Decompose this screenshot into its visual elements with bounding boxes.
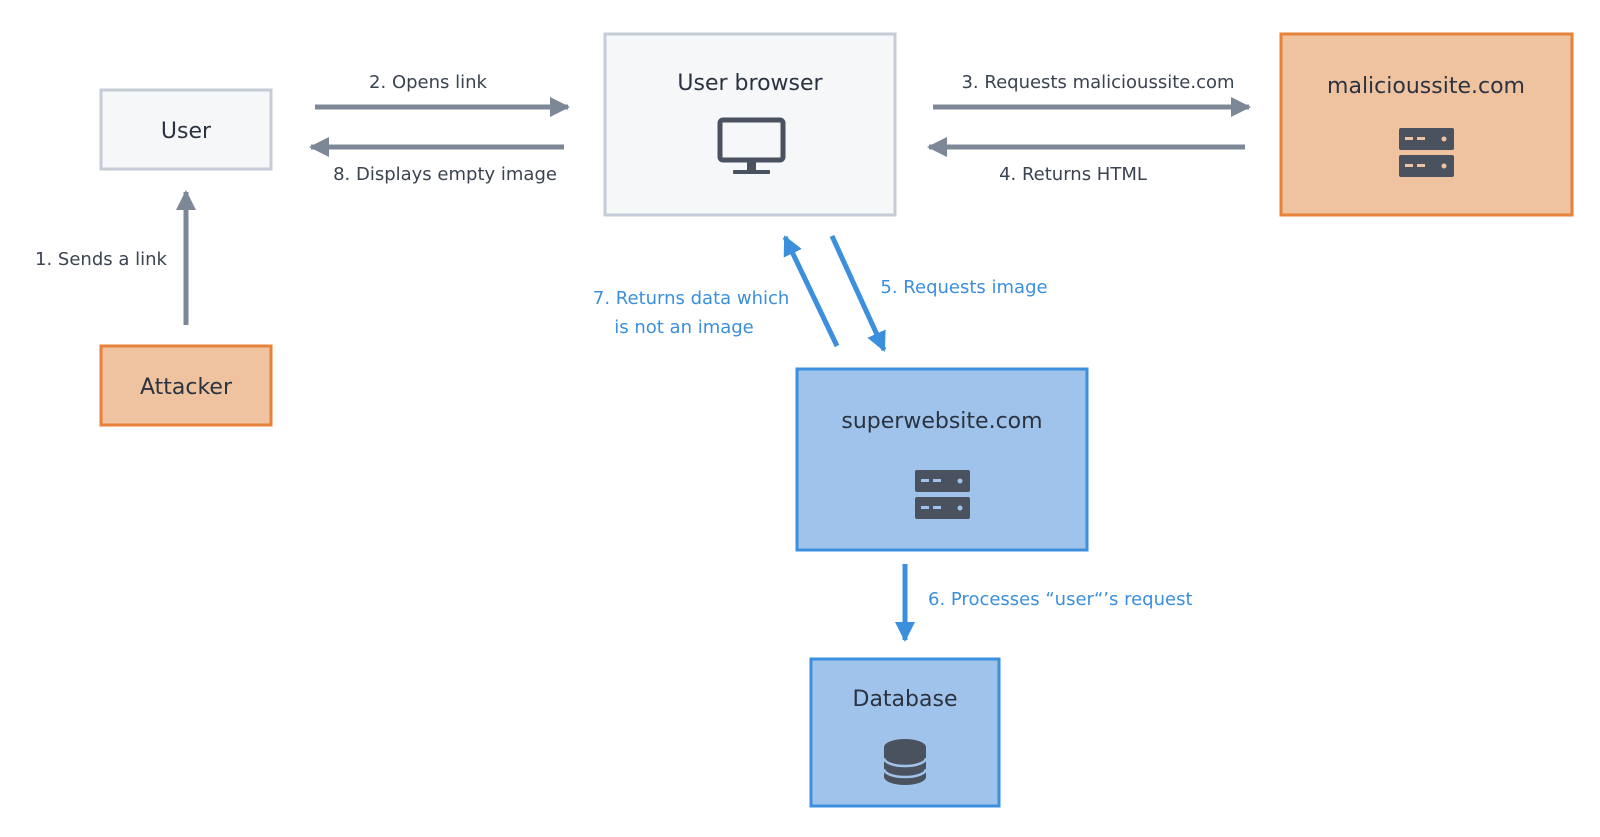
attacker-box [99,344,273,427]
superwebsite-box [795,367,1089,552]
node-attacker: Attacker [99,344,273,427]
node-database: Database [809,657,1001,808]
user-label: User [161,119,212,144]
server-icon [1399,128,1454,177]
edge-label-step7-line2: is not an image [614,317,754,338]
user-box [99,88,273,171]
edge-label-step5: 5. Requests image [880,277,1047,298]
browser-label: User browser [677,71,823,96]
edge-label-step7: 7. Returns data which is not an image [593,288,795,338]
edge-label-step1: 1. Sends a link [35,249,167,270]
edge-label-step4: 4. Returns HTML [999,164,1147,185]
malicious-box [1279,32,1574,217]
edge-label-step6: 6. Processes “user“’s request [928,589,1193,610]
database-label: Database [853,687,958,712]
node-browser: User browser [603,32,897,217]
edge-label-step7-line1: 7. Returns data which [593,288,789,309]
arrow-step5 [829,234,887,352]
edge-label-step3: 3. Requests malicioussite.com [961,72,1234,93]
edge-label-step8: 8. Displays empty image [333,164,557,185]
monitor-icon [717,117,786,174]
server-icon [915,470,970,519]
arrow-step7 [782,235,840,348]
database-icon [882,739,928,785]
edge-label-step2: 2. Opens link [369,72,487,93]
node-superwebsite: superwebsite.com [795,367,1089,552]
node-user: User [99,88,273,171]
node-malicious: malicioussite.com [1279,32,1574,217]
malicious-label: malicioussite.com [1327,74,1525,99]
browser-box [603,32,897,217]
attacker-label: Attacker [140,375,233,400]
superwebsite-label: superwebsite.com [841,409,1042,434]
